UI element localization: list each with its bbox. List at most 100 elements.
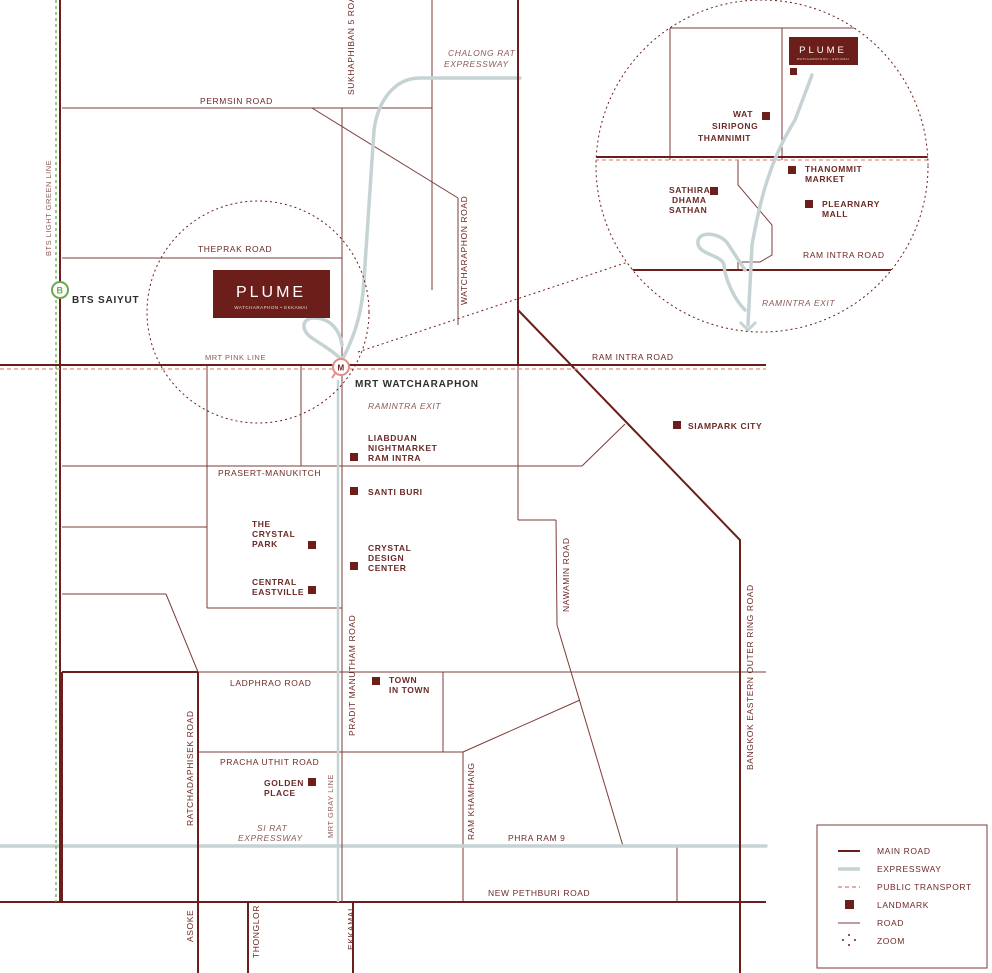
expressways — [0, 76, 768, 848]
legend-label: MAIN ROAD — [877, 846, 931, 856]
landmark-label: CRYSTAL — [252, 529, 295, 539]
road-label-sukhaphiban5: SUKHAPHIBAN 5 ROAD — [346, 0, 356, 95]
landmark-label: PLEARNARY — [822, 199, 880, 209]
landmark-santi-buri[interactable]: SANTI BURI — [350, 487, 423, 497]
legend-item-expressway: EXPRESSWAY — [838, 864, 942, 874]
mrt-badge: M — [338, 364, 345, 373]
landmark-label: THANOMMIT — [805, 164, 863, 174]
transit-label-mrt-pink: MRT PINK LINE — [205, 353, 266, 362]
landmark-label: NIGHTMARKET — [368, 443, 438, 453]
landmark-town-in-town[interactable]: TOWN IN TOWN — [372, 675, 430, 695]
landmark-label: SATHAN — [669, 205, 707, 215]
road-label-nawamin: NAWAMIN ROAD — [561, 537, 571, 612]
landmark-label: TOWN — [389, 675, 417, 685]
plume-logo-subtitle: WATCHARAPHON • EKKAMAI — [234, 305, 307, 310]
landmark-label: CENTRAL — [252, 577, 297, 587]
mrt-watcharaphon-station[interactable]: M MRT WATCHARAPHON — [331, 358, 479, 390]
legend-label: LANDMARK — [877, 900, 929, 910]
road-label-ratchadaphisek: RATCHADAPHISEK ROAD — [185, 710, 195, 826]
legend-label: EXPRESSWAY — [877, 864, 942, 874]
transit-label-bts-green: BTS LIGHT GREEN LINE — [44, 160, 53, 256]
legend-item-road: ROAD — [838, 918, 904, 928]
road-label-asoke: ASOKE — [185, 910, 195, 942]
landmark-label: SIAMPARK CITY — [688, 421, 762, 431]
landmark-golden-place[interactable]: GOLDEN PLACE — [264, 778, 316, 798]
landmark-label: SIRIPONG — [712, 121, 758, 131]
expressway-label-ramintra-exit: RAMINTRA EXIT — [368, 401, 441, 411]
zoom-circle-small — [146, 200, 370, 424]
inset-zoom-map: PLUME WATCHARAPHON • EKKAMAI WAT SIRIPON… — [595, 0, 929, 333]
inset-plume-subtitle: WATCHARAPHON • EKKAMAI — [797, 57, 850, 61]
landmark-siampark[interactable]: SIAMPARK CITY — [673, 421, 762, 431]
legend-item-zoom: ZOOM — [842, 934, 905, 946]
landmark-crystal-design[interactable]: CRYSTAL DESIGN CENTER — [350, 543, 411, 573]
inset-landmark-plearnary[interactable]: PLEARNARY MALL — [805, 199, 880, 219]
expressway-label-chalong-rat-1: CHALONG RAT — [448, 48, 516, 58]
landmark-label: MARKET — [805, 174, 845, 184]
landmark-crystal-park[interactable]: THE CRYSTAL PARK — [252, 519, 316, 549]
road-label-watcharaphon: WATCHARAPHON ROAD — [459, 196, 469, 305]
landmark-label: THAMNIMIT — [698, 133, 751, 143]
landmark-label: LIABDUAN — [368, 433, 417, 443]
inset-road-label-ram-intra: RAM INTRA ROAD — [803, 250, 885, 260]
landmark-label: SANTI BURI — [368, 487, 423, 497]
main-roads — [0, 0, 766, 973]
landmark-label: WAT — [733, 109, 753, 119]
expressway-label-si-rat-2: EXPRESSWAY — [238, 833, 303, 843]
legend-item-landmark: LANDMARK — [845, 900, 929, 910]
legend-box — [816, 824, 988, 969]
legend-label: ZOOM — [877, 936, 905, 946]
expressway-label-chalong-rat-2: EXPRESSWAY — [444, 59, 509, 69]
expressway-label-si-rat-1: SI RAT — [257, 823, 288, 833]
landmark-label: EASTVILLE — [252, 587, 304, 597]
road-label-bangkok-ring: BANGKOK EASTERN OUTER RING ROAD — [745, 584, 755, 770]
landmark-label: THE — [252, 519, 271, 529]
road-label-ladphrao: LADPHRAO ROAD — [230, 678, 311, 688]
legend-item-public-transport: PUBLIC TRANSPORT — [838, 882, 972, 892]
landmark-label: CRYSTAL — [368, 543, 411, 553]
landmark-label: RAM INTRA — [368, 453, 421, 463]
plume-logo-name: PLUME — [236, 284, 306, 301]
landmark-label: IN TOWN — [389, 685, 430, 695]
zoom-connector — [357, 261, 629, 353]
landmark-label: CENTER — [368, 563, 407, 573]
bts-badge: B — [57, 286, 64, 296]
road-label-prasert: PRASERT-MANUKITCH — [218, 468, 321, 478]
inset-plume-logo[interactable]: PLUME WATCHARAPHON • EKKAMAI — [789, 37, 858, 65]
landmark-label: PARK — [252, 539, 278, 549]
landmark-liabduan[interactable]: LIABDUAN NIGHTMARKET RAM INTRA — [350, 433, 438, 463]
inset-plume-name: PLUME — [799, 45, 847, 56]
minor-roads — [62, 0, 766, 902]
legend-item-main-road: MAIN ROAD — [838, 846, 931, 856]
mrt-watcharaphon-label: MRT WATCHARAPHON — [355, 379, 479, 390]
road-label-theprak: THEPRAK ROAD — [198, 244, 272, 254]
landmark-label: PLACE — [264, 788, 296, 798]
road-label-ram-khamhang: RAM KHAMHANG — [466, 762, 476, 840]
landmark-label: MALL — [822, 209, 848, 219]
landmark-central-eastville[interactable]: CENTRAL EASTVILLE — [252, 577, 316, 597]
inset-landmark-thanommit[interactable]: THANOMMIT MARKET — [788, 164, 863, 184]
landmark-label: SATHIRA — [669, 185, 710, 195]
road-label-new-pethburi: NEW PETHBURI ROAD — [488, 888, 590, 898]
inset-ramintra-exit-label: RAMINTRA EXIT — [762, 298, 835, 308]
inset-landmark-sathira[interactable]: SATHIRA DHAMA SATHAN — [669, 185, 718, 215]
mrt-gray-line — [336, 370, 343, 902]
landmark-label: DHAMA — [672, 195, 707, 205]
transit-label-mrt-gray: MRT GRAY LINE — [326, 774, 335, 838]
legend-label: ROAD — [877, 918, 904, 928]
legend-label: PUBLIC TRANSPORT — [877, 882, 972, 892]
road-label-thonglor: THONGLOR — [251, 905, 261, 958]
landmark-label: GOLDEN — [264, 778, 304, 788]
bts-saiyut-label: BTS SAIYUT — [72, 295, 139, 306]
legend: MAIN ROAD EXPRESSWAY PUBLIC TRANSPORT LA… — [816, 824, 988, 969]
road-label-permsin: PERMSIN ROAD — [200, 96, 273, 106]
road-label-pracha-uthit: PRACHA UTHIT ROAD — [220, 757, 319, 767]
bts-saiyut-station[interactable]: B BTS SAIYUT — [51, 281, 139, 306]
road-label-pradit: PRADIT MANUTHAM ROAD — [347, 615, 357, 736]
road-label-ram-intra: RAM INTRA ROAD — [592, 352, 674, 362]
plume-project-logo[interactable]: PLUME WATCHARAPHON • EKKAMAI — [213, 270, 330, 318]
inset-landmark-wat-siripong[interactable]: WAT SIRIPONG THAMNIMIT — [698, 109, 770, 143]
road-label-ekkamai: EKKAMAI — [346, 908, 356, 950]
zoom-icon — [842, 934, 856, 946]
